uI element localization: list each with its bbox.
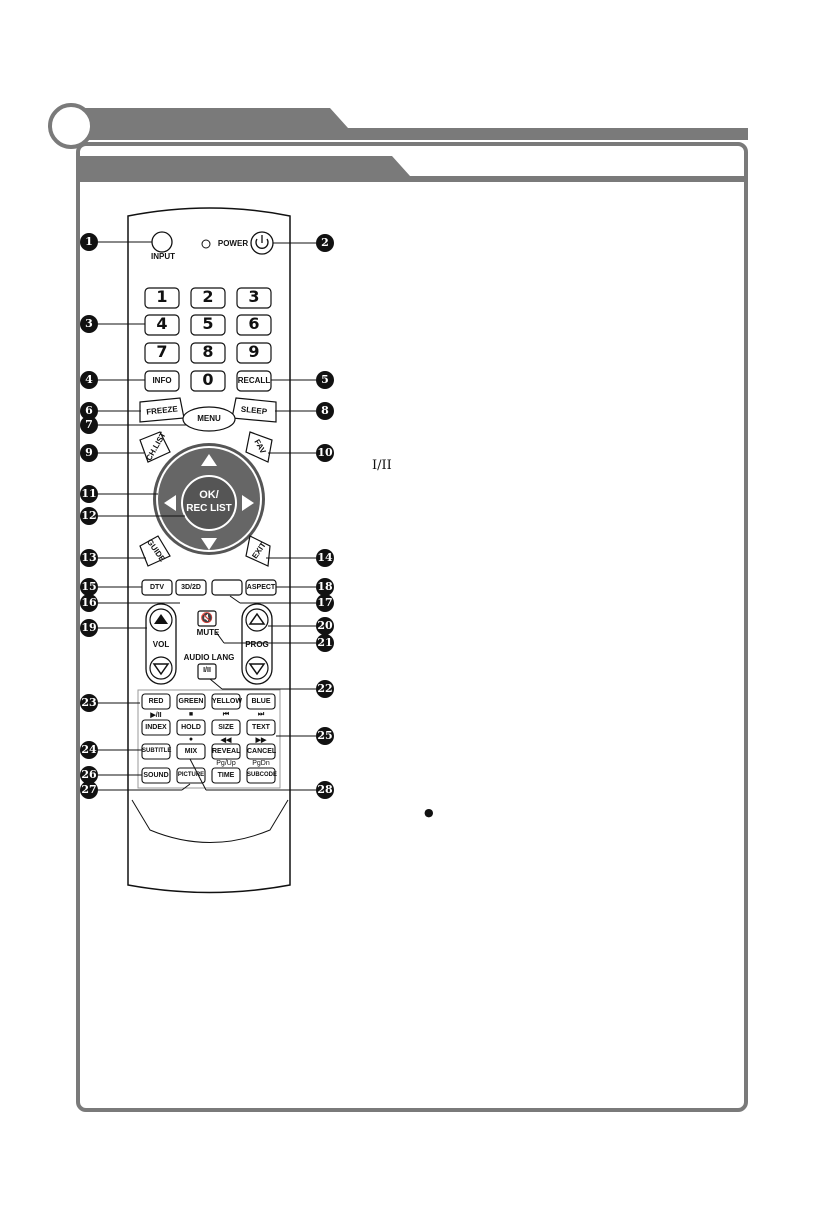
callout-22: 22 (316, 680, 334, 698)
digit-8-button[interactable]: 8 (202, 342, 214, 361)
reclist-button[interactable]: REC LIST (186, 503, 232, 514)
audio-lang-button[interactable]: I/II (203, 667, 211, 674)
digit-1-button[interactable]: 1 (156, 287, 168, 306)
callout-18: 18 (316, 578, 334, 596)
digit-4-button[interactable]: 4 (156, 314, 168, 333)
green-button[interactable]: GREEN (178, 698, 204, 705)
digit-6-button[interactable]: 6 (248, 314, 260, 333)
time-button[interactable]: TIME (217, 772, 235, 779)
callout-27: 27 (80, 781, 98, 799)
size-button[interactable]: SIZE (218, 724, 234, 731)
vol-label: VOL (152, 640, 170, 649)
power-label: POWER (217, 239, 249, 248)
digit-5-button[interactable]: 5 (202, 314, 214, 333)
input-button[interactable]: INPUT (151, 252, 175, 261)
hold-button[interactable]: HOLD (181, 724, 201, 731)
digit-7-button[interactable]: 7 (156, 342, 168, 361)
callout-10: 10 (316, 444, 334, 462)
left-arrow-icon[interactable] (162, 493, 178, 513)
digit-0-button[interactable]: 0 (202, 370, 214, 389)
i-ii-note: I/II (372, 458, 392, 473)
callout-1: 1 (80, 233, 98, 251)
vol-down-button[interactable] (150, 657, 172, 679)
callout-17: 17 (316, 594, 334, 612)
mix-button[interactable]: MIX (184, 748, 198, 755)
down-arrow-icon[interactable] (199, 536, 219, 552)
callout-13: 13 (80, 549, 98, 567)
ff-icon: ▶▶ (255, 737, 267, 744)
dot-note: ● (424, 806, 434, 819)
right-arrow-icon[interactable] (240, 493, 256, 513)
yellow-button[interactable]: YELLOW (212, 698, 242, 705)
callout-7: 7 (80, 416, 98, 434)
callout-19: 19 (80, 619, 98, 637)
index-button[interactable]: INDEX (145, 724, 167, 731)
dtv-button[interactable]: DTV (150, 584, 164, 591)
callout-8: 8 (316, 402, 334, 420)
digit-9-button[interactable]: 9 (248, 342, 260, 361)
sound-button[interactable]: SOUND (143, 772, 169, 779)
callout-3: 3 (80, 315, 98, 333)
prog-down-button[interactable] (246, 657, 268, 679)
next-icon: ⏭ (257, 711, 265, 718)
play-pause-icon: ▶/II (150, 712, 162, 719)
callout-11: 11 (80, 485, 98, 503)
pgup-label: Pg/Up (216, 760, 236, 767)
menu-button[interactable]: MENU (197, 414, 221, 423)
recall-button[interactable]: RECALL (237, 376, 271, 385)
cancel-button[interactable]: CANCEL (247, 748, 277, 755)
callout-20: 20 (316, 617, 334, 635)
reveal-button[interactable]: REVEAL (212, 748, 241, 755)
3d2d-button[interactable]: 3D/2D (181, 584, 201, 591)
callout-26: 26 (80, 766, 98, 784)
aspect-button[interactable]: ASPECT (246, 584, 276, 591)
callout-25: 25 (316, 727, 334, 745)
callout-28: 28 (316, 781, 334, 799)
vol-up-button[interactable] (150, 609, 172, 631)
callout-15: 15 (80, 578, 98, 596)
info-button[interactable]: INFO (152, 376, 172, 385)
digit-3-button[interactable]: 3 (248, 287, 260, 306)
callout-9: 9 (80, 444, 98, 462)
up-arrow-icon[interactable] (199, 452, 219, 468)
blue-button[interactable]: BLUE (251, 698, 271, 705)
audio-lang-label: AUDIO LANG (183, 653, 235, 662)
callout-12: 12 (80, 507, 98, 525)
callout-2: 2 (316, 234, 334, 252)
callout-14: 14 (316, 549, 334, 567)
callout-4: 4 (80, 371, 98, 389)
prog-up-button[interactable] (246, 609, 268, 631)
power-button[interactable] (251, 232, 273, 254)
callout-24: 24 (80, 741, 98, 759)
mute-label: MUTE (196, 628, 220, 637)
blank-button[interactable] (212, 580, 242, 595)
callout-16: 16 (80, 594, 98, 612)
prog-label: PROG (245, 640, 269, 649)
callout-23: 23 (80, 694, 98, 712)
pgdn-label: PgDn (252, 760, 270, 767)
rec-dot-icon: ● (188, 736, 194, 743)
subtitle-button[interactable]: SUBTITLE (142, 748, 172, 754)
callout-5: 5 (316, 371, 334, 389)
rew-icon: ◀◀ (220, 737, 232, 744)
callout-6: 6 (80, 402, 98, 420)
section-circle (48, 103, 94, 149)
input-button-shape (151, 231, 173, 253)
prev-icon: ⏮ (222, 711, 230, 718)
page-frame (76, 142, 748, 1112)
header-tab-bar (72, 108, 748, 182)
red-button[interactable]: RED (148, 698, 164, 705)
mute-icon[interactable]: 🔇 (200, 613, 214, 624)
stop-icon: ■ (188, 711, 194, 718)
subcode-button[interactable]: SUBCODE (247, 772, 278, 778)
digit-2-button[interactable]: 2 (202, 287, 214, 306)
picture-button[interactable]: PICTURE (177, 772, 205, 778)
ok-label[interactable]: OK/ (199, 489, 219, 501)
text-button[interactable]: TEXT (252, 724, 270, 731)
callout-21: 21 (316, 634, 334, 652)
